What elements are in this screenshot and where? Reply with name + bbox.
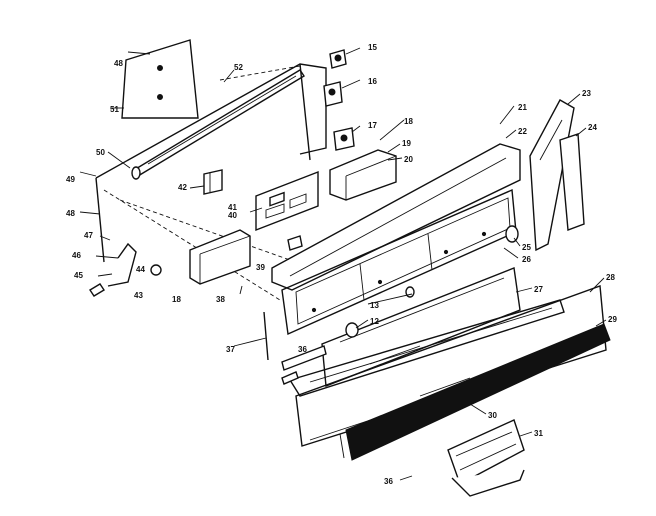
knob-25: [505, 225, 519, 243]
callout-37: 37: [226, 345, 235, 354]
screw-lines: [79, 51, 413, 481]
callout-43: 43: [134, 291, 143, 300]
switch-box-left: [189, 229, 251, 285]
switch-knob-15: [329, 49, 347, 69]
callout-27: 27: [534, 285, 543, 294]
vent-grille: [339, 323, 611, 461]
knob-39: [287, 235, 303, 251]
callout-39: 39: [256, 263, 265, 272]
callout-30: 30: [488, 411, 497, 420]
end-trim-24: [559, 133, 585, 231]
callout-49: 49: [66, 175, 75, 184]
callout-42: 42: [178, 183, 187, 192]
door-handle: [447, 419, 525, 497]
oven-window-glass: [121, 39, 199, 119]
end-cap-right: [529, 99, 575, 252]
callout-19: 19: [402, 139, 411, 148]
callout-52: 52: [234, 63, 243, 72]
callout-29: 29: [608, 315, 617, 324]
switch-16: [323, 81, 343, 107]
callout-13: 13: [370, 301, 379, 310]
callout-38: 38: [216, 295, 225, 304]
bracket-box: [203, 169, 223, 195]
callout-16: 16: [368, 77, 377, 86]
callout-17: 17: [368, 121, 377, 130]
switch-box-right: [329, 149, 397, 201]
callout-26: 26: [522, 255, 531, 264]
callout-36: 36: [298, 345, 307, 354]
clock-plate: [255, 170, 319, 232]
callout-51: 51: [110, 105, 119, 114]
upper-trim-panel: [271, 143, 521, 291]
rocker-switch: [333, 127, 355, 151]
callout-15: 15: [368, 43, 377, 52]
callout-45: 45: [74, 271, 83, 280]
callout-12: 12: [370, 317, 379, 326]
wire-harness: [89, 242, 162, 297]
callout-25: 25: [522, 243, 531, 252]
callout-40: 40: [228, 211, 237, 220]
callout-50: 50: [96, 148, 105, 157]
callout-41: 41: [228, 203, 237, 212]
callout-18a: 18: [172, 295, 181, 304]
callout-22: 22: [518, 127, 527, 136]
lower-panel: [321, 267, 521, 387]
callout-31: 31: [534, 429, 543, 438]
leader-lines: [95, 47, 607, 437]
pin-rod: [263, 311, 269, 361]
callout-44: 44: [136, 265, 145, 274]
front-strip: [288, 299, 565, 397]
callout-18b: 18: [404, 117, 413, 126]
callout-36b: 36: [384, 477, 393, 486]
callout-21: 21: [518, 103, 527, 112]
callout-20: 20: [404, 155, 413, 164]
spring-clip: [281, 345, 327, 385]
knob-12: [345, 322, 359, 338]
callout-46: 46: [72, 251, 81, 260]
control-panel-chassis: [95, 63, 327, 301]
callout-48b: 48: [66, 209, 75, 218]
control-panel-front: [281, 188, 517, 336]
callout-24: 24: [588, 123, 597, 132]
callout-labels: 48 51 50 49 46 47 48 45 44 43 18 52 42 4…: [66, 43, 617, 486]
handle-rod: [131, 69, 305, 180]
callout-23: 23: [582, 89, 591, 98]
callout-47: 47: [84, 231, 93, 240]
callout-48a: 48: [114, 59, 123, 68]
callout-28: 28: [606, 273, 615, 282]
